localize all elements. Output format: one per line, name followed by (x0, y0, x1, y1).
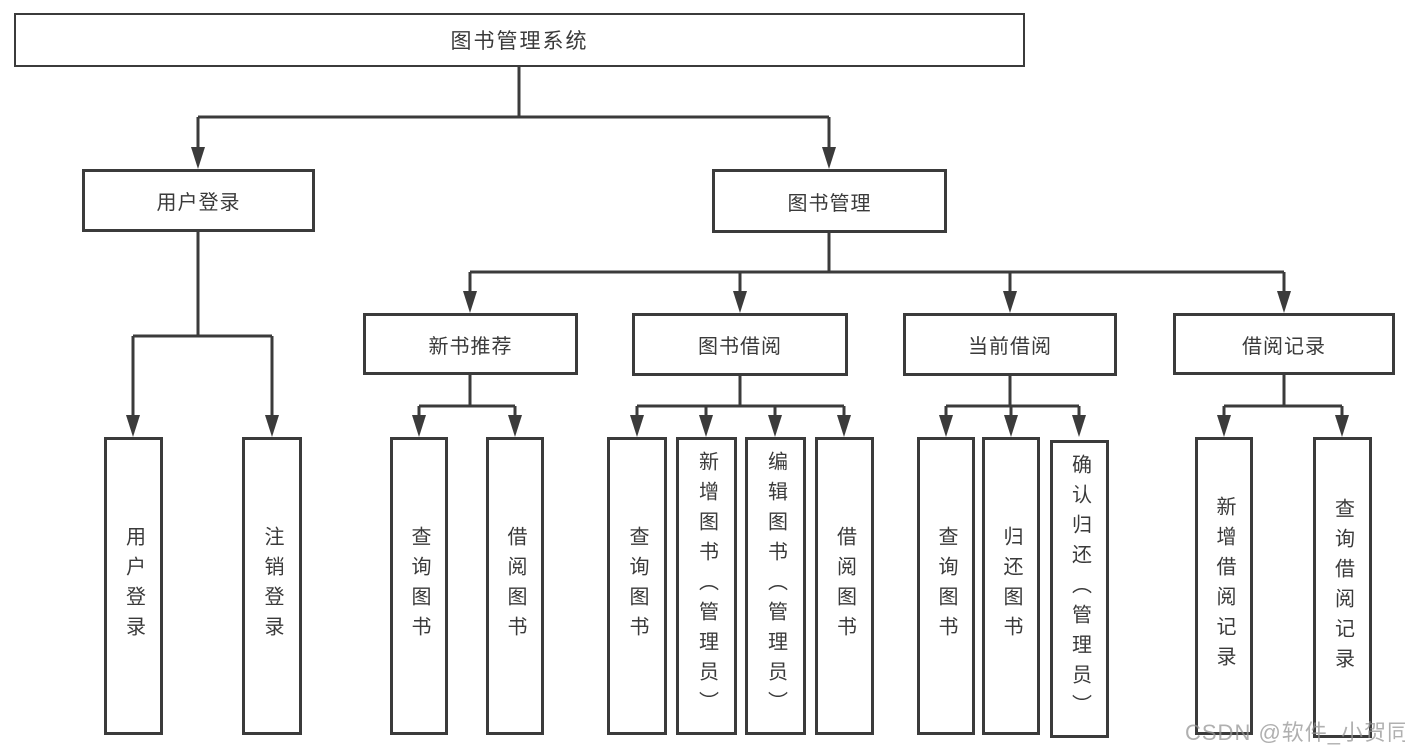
leaf-confirm-return-admin: 确认归还（管理员） (1050, 440, 1109, 738)
leaf-user-login: 用户登录 (104, 437, 163, 735)
leaf-edit-books-admin-label: 编辑图书（管理员） (764, 451, 787, 721)
leaf-query-books-current: 查询图书 (917, 437, 975, 735)
leaf-add-borrow-record: 新增借阅记录 (1195, 437, 1253, 735)
leaf-borrow-books-recommend-label: 借阅图书 (504, 526, 526, 646)
node-book-management: 图书管理 (712, 169, 947, 233)
leaf-user-login-label: 用户登录 (122, 526, 145, 646)
node-new-book-recommend-label: 新书推荐 (428, 335, 513, 358)
leaf-query-books-current-label: 查询图书 (935, 526, 957, 646)
leaf-query-books-recommend-label: 查询图书 (408, 526, 430, 646)
leaf-query-borrow-record: 查询借阅记录 (1313, 437, 1372, 738)
leaf-query-books-borrowing-label: 查询图书 (626, 526, 648, 646)
node-user-login-label: 用户登录 (156, 192, 241, 214)
node-book-management-label: 图书管理 (787, 192, 872, 215)
leaf-confirm-return-admin-label: 确认归还（管理员） (1068, 454, 1091, 724)
leaf-return-books-label: 归还图书 (1000, 526, 1022, 646)
node-borrowing-records-label: 借阅记录 (1242, 335, 1326, 358)
leaf-query-books-recommend: 查询图书 (390, 437, 448, 735)
leaf-borrow-books-label: 借阅图书 (833, 526, 856, 646)
leaf-add-books-admin: 新增图书（管理员） (676, 437, 737, 735)
node-new-book-recommend: 新书推荐 (363, 313, 578, 375)
node-user-login: 用户登录 (82, 169, 315, 232)
leaf-query-books-borrowing: 查询图书 (607, 437, 667, 735)
leaf-edit-books-admin: 编辑图书（管理员） (745, 437, 806, 735)
csdn-watermark: CSDN @软件_小贺同学 (1185, 720, 1405, 745)
leaf-query-borrow-record-label: 查询借阅记录 (1331, 497, 1354, 678)
leaf-add-borrow-record-label: 新增借阅记录 (1213, 496, 1235, 676)
node-root-library-system: 图书管理系统 (14, 13, 1025, 67)
leaf-logout-label: 注销登录 (261, 526, 283, 646)
node-book-borrowing: 图书借阅 (632, 313, 848, 376)
node-current-borrowing: 当前借阅 (903, 313, 1117, 376)
node-root-label: 图书管理系统 (450, 30, 589, 53)
node-current-borrowing-label: 当前借阅 (968, 336, 1052, 358)
leaf-borrow-books: 借阅图书 (815, 437, 874, 735)
leaf-return-books: 归还图书 (982, 437, 1040, 735)
leaf-borrow-books-recommend: 借阅图书 (486, 437, 544, 735)
leaf-logout: 注销登录 (242, 437, 302, 735)
node-book-borrowing-label: 图书借阅 (698, 336, 782, 358)
node-borrowing-records: 借阅记录 (1173, 313, 1395, 375)
leaf-add-books-admin-label: 新增图书（管理员） (695, 451, 718, 721)
